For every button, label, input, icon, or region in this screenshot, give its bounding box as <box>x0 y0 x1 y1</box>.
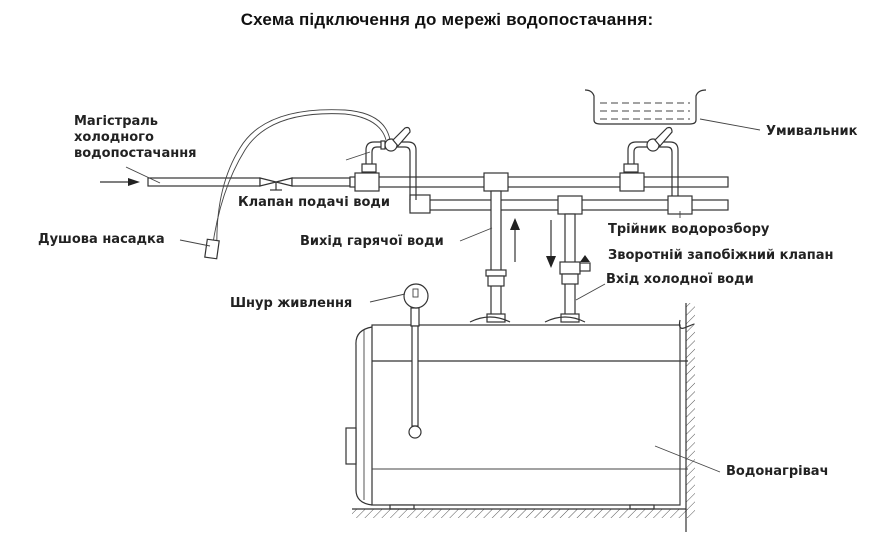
label-cold-main-line1: Магістраль <box>74 114 159 129</box>
floor <box>352 509 688 518</box>
label-check-valve: Зворотній запобіжний клапан <box>608 248 834 263</box>
leader-lines <box>125 118 761 473</box>
label-cold-main-line3: водопостачання <box>74 146 197 161</box>
power-cord <box>403 283 429 439</box>
hot-outlet-pipe <box>485 190 507 323</box>
hot-flow-arrow <box>510 218 520 262</box>
water-heater <box>345 316 695 510</box>
inflow-arrow <box>100 178 140 186</box>
cold-flow-arrow <box>546 220 556 268</box>
wall <box>686 303 695 518</box>
shower-mixer <box>361 126 417 200</box>
label-shower-head: Душова насадка <box>38 232 165 247</box>
label-washbasin: Умивальник <box>766 124 858 139</box>
diagram-title: Схема підключення до мережі водопостачан… <box>240 10 654 29</box>
cold-main-pipe <box>147 176 729 191</box>
label-supply-valve: Клапан подачі води <box>238 195 391 210</box>
washbasin <box>584 89 707 125</box>
shower-hose <box>204 109 391 260</box>
tee-fitting <box>619 172 645 192</box>
label-cold-inlet: Вхід холодної води <box>606 272 754 287</box>
label-hot-outlet: Вихід гарячої води <box>300 234 444 249</box>
tee-fitting <box>557 195 583 215</box>
label-power-cord: Шнур живлення <box>230 296 353 311</box>
label-cold-main: Магістраль холодного водопостачання <box>74 114 197 162</box>
cold-inlet-pipe <box>559 213 591 323</box>
tee-fitting <box>483 172 509 192</box>
label-heater: Водонагрівач <box>726 464 829 479</box>
tee-fitting <box>354 172 380 192</box>
label-tee: Трійник водорозбору <box>608 222 770 237</box>
label-cold-main-line2: холодного <box>74 130 154 145</box>
basin-mixer <box>623 126 679 196</box>
